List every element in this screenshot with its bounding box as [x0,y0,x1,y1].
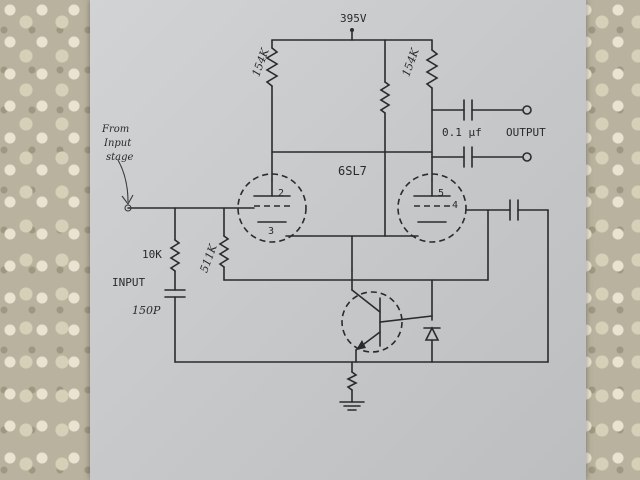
from-input-label-line3: stage [106,152,134,163]
emitter-resistor [346,371,358,391]
supply-voltage-label: 395V [340,12,367,25]
grid-resistor-label: 10K [142,248,162,261]
input-cap-label: 150P [132,304,161,317]
output-label: OUTPUT [506,126,546,139]
schematic-paper-sheet [90,0,586,480]
right-plate-resistor [425,49,439,89]
left-triode-envelope [237,173,307,243]
tube-type-label: 6SL7 [338,164,367,178]
grid-resistor [169,239,181,272]
cathode-resistor [218,235,230,268]
tube-pin-3-label: 3 [268,226,275,237]
output-terminal-bottom [522,152,532,162]
transistor-envelope [341,291,403,353]
tube-pin-4-label: 4 [452,200,459,211]
tube-pin-2-label: 2 [278,188,285,199]
middle-resistor [379,81,391,114]
right-triode-envelope [397,173,467,243]
supply-node [350,28,354,32]
input-label: INPUT [112,276,146,289]
output-cap-label: 0.1 µf [442,126,482,139]
tube-pin-5-label: 5 [438,188,445,199]
output-terminal-top [522,105,532,115]
from-input-label-line2: Input [104,138,132,149]
from-input-label-line1: From [102,124,130,135]
left-plate-resistor [265,47,279,87]
zener-diode [424,326,440,341]
